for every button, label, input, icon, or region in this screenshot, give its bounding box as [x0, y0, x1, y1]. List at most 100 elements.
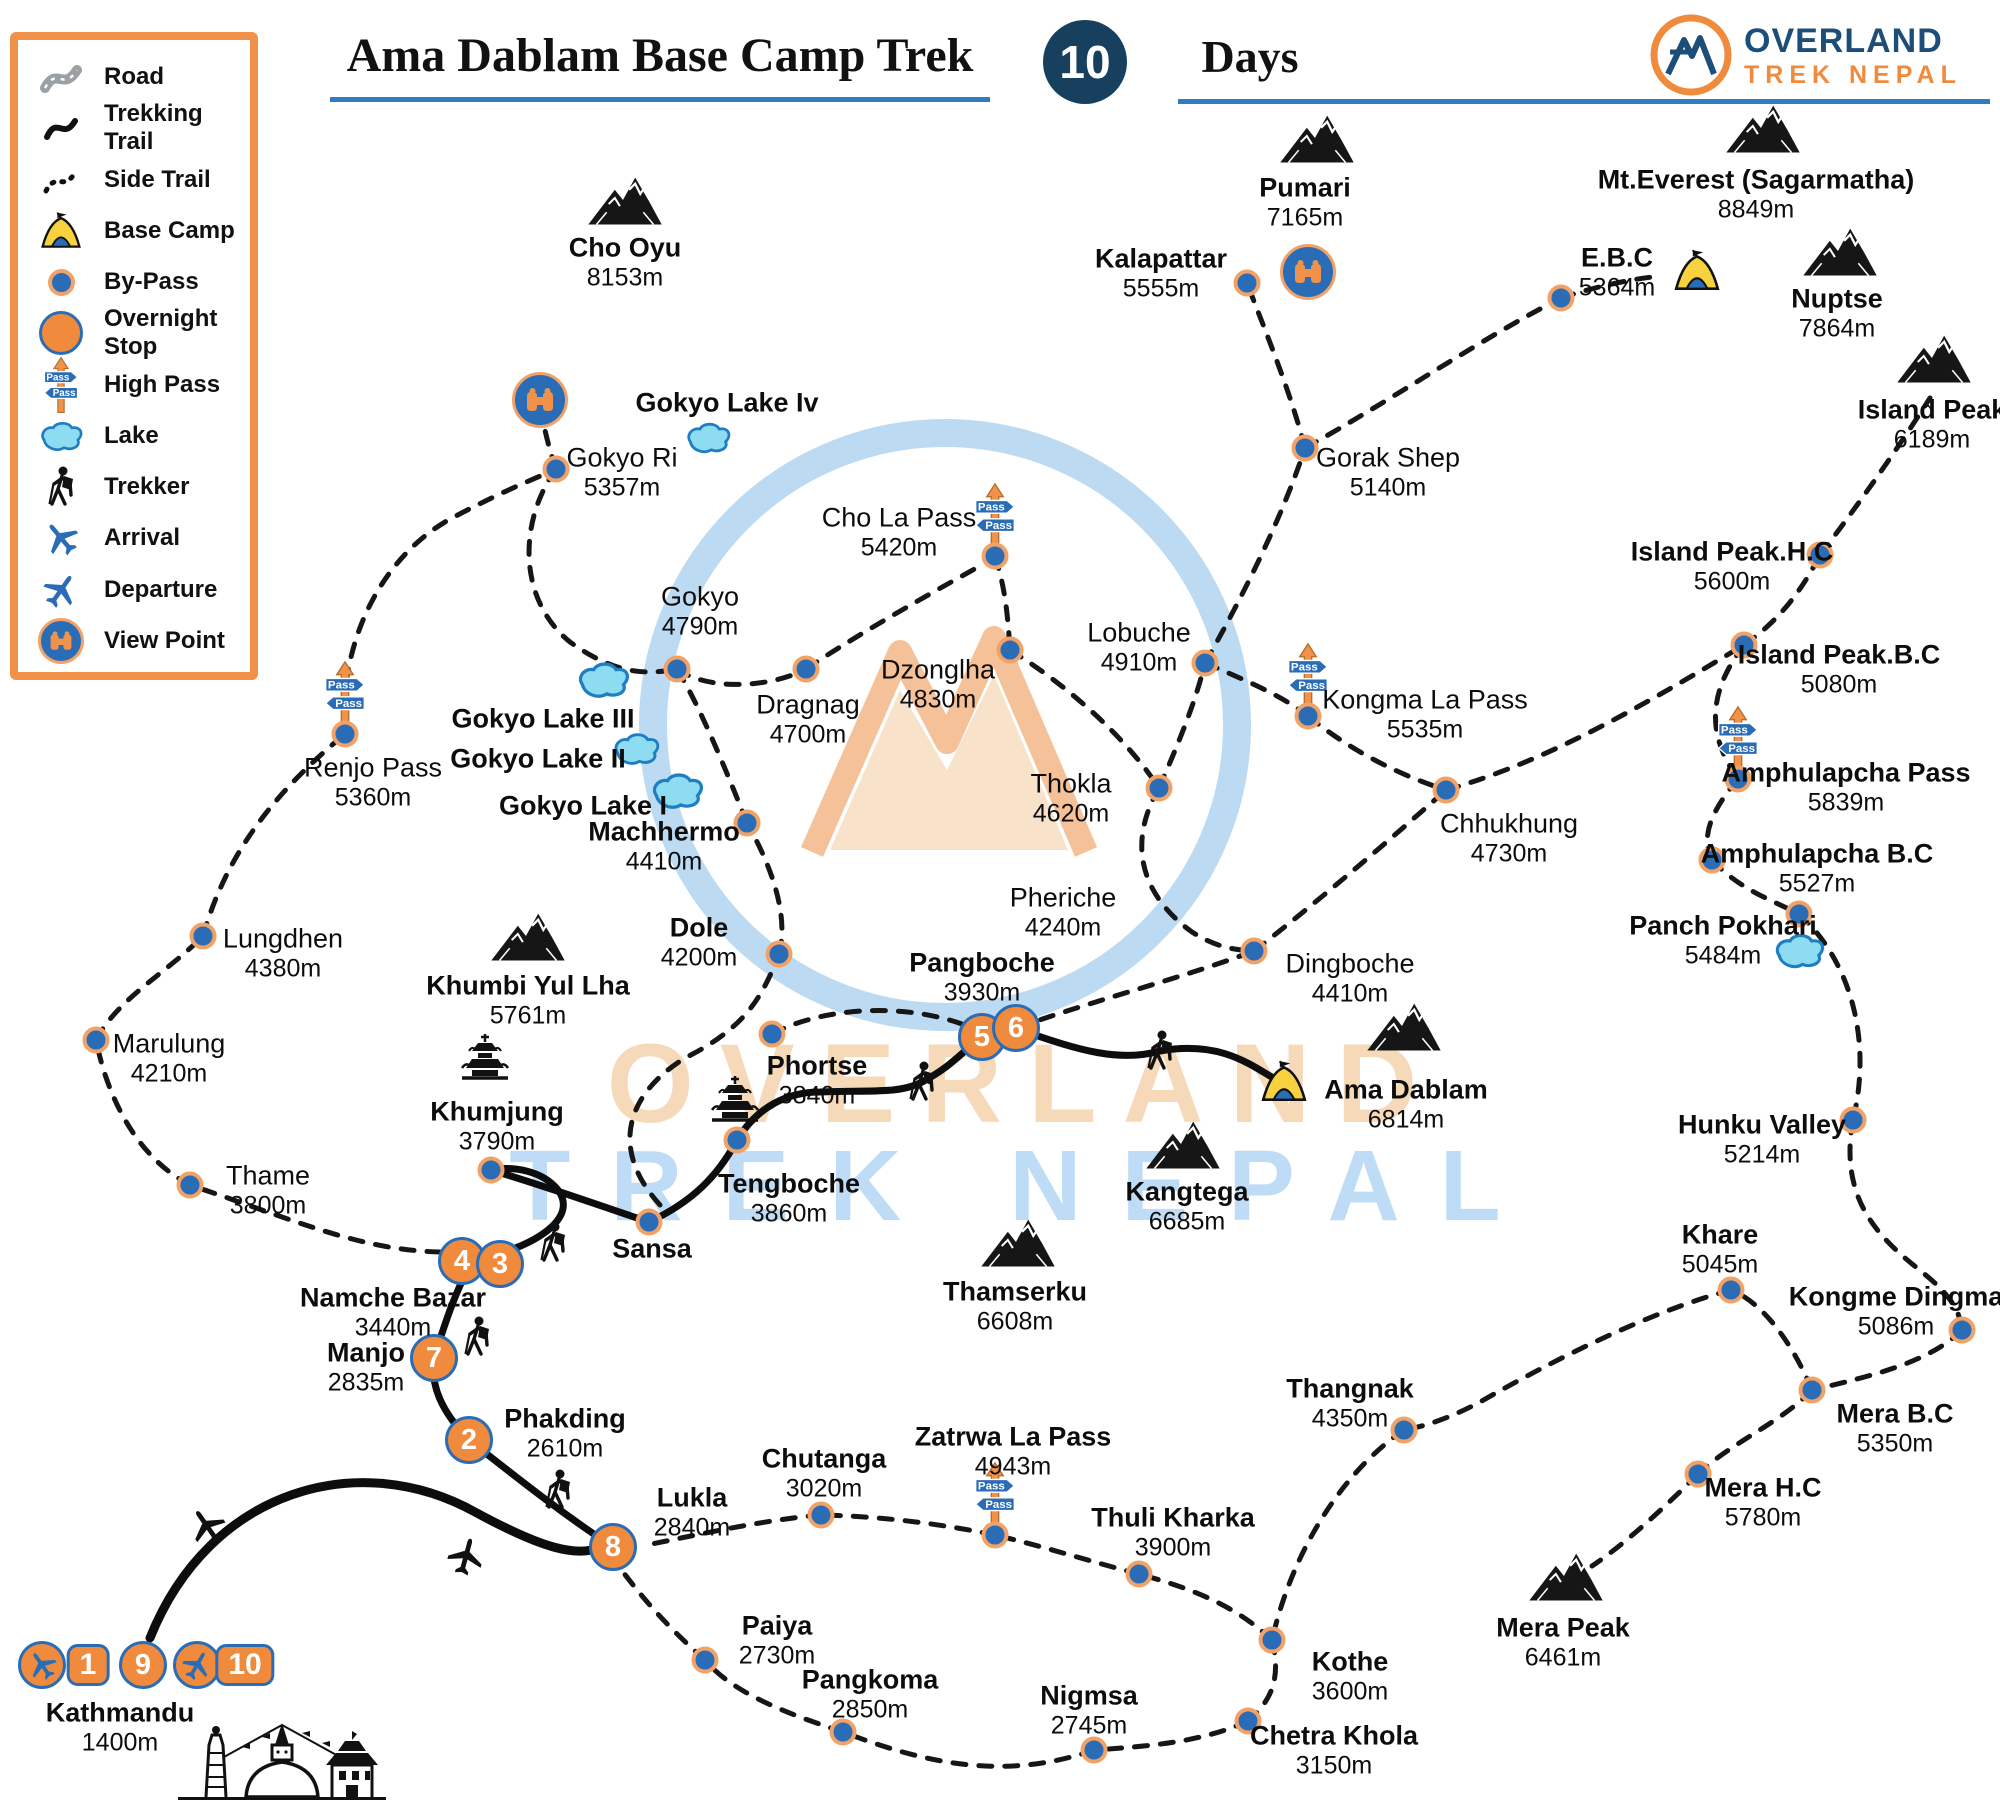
place-elevation: 5086m — [1857, 1312, 1935, 1341]
place-elevation: 6608m — [976, 1307, 1054, 1336]
pangkoma-marker — [829, 1718, 857, 1746]
place-elevation: 1400m — [81, 1728, 159, 1757]
by-pass-icon — [1080, 1736, 1108, 1764]
side-trail-path — [744, 820, 785, 957]
place-elevation: 5420m — [860, 533, 938, 562]
place-elevation: 3150m — [1295, 1751, 1373, 1780]
legend-item-side-trail: Side Trail — [32, 157, 250, 203]
place-elevation: 3930m — [943, 978, 1021, 1007]
place-elevation: 3440m — [354, 1313, 432, 1342]
side-trail-path — [1136, 1571, 1275, 1643]
side-trail-path — [617, 1565, 708, 1663]
place-elevation: 7864m — [1798, 314, 1876, 343]
side-trail-path — [674, 666, 809, 687]
legend-item-label: Arrival — [104, 524, 181, 552]
place-name: Amphulapcha B.C — [1700, 838, 1934, 869]
khare-marker — [1717, 1276, 1745, 1304]
side-trail-icon — [32, 163, 90, 197]
company-name-line2: TREK NEPAL — [1744, 60, 1962, 89]
side-trail-path — [992, 1532, 1142, 1577]
side-trail-path — [1695, 1387, 1815, 1477]
by-pass-icon — [1730, 631, 1758, 659]
legend-item-label: Overnight Stop — [104, 305, 218, 361]
pumari-icon — [1276, 112, 1358, 165]
place-elevation: 3020m — [785, 1474, 863, 1503]
lungdhen-marker — [189, 922, 217, 950]
by-pass-icon — [32, 268, 90, 296]
legend-item-by-pass: By-Pass — [32, 259, 250, 305]
mera-hc-marker — [1684, 1460, 1712, 1488]
place-elevation: 6189m — [1893, 425, 1971, 454]
nuptse-icon — [1799, 225, 1881, 278]
place-name: Cho Oyu — [568, 232, 682, 263]
chutanga-marker — [807, 1501, 835, 1529]
place-elevation: 4410m — [625, 847, 703, 876]
by-pass-icon — [1125, 1560, 1153, 1588]
place-name: Sansa — [612, 1233, 692, 1264]
place-name: Dingboche — [1285, 948, 1415, 979]
place-elevation: 3900m — [1134, 1533, 1212, 1562]
place-elevation: 5080m — [1800, 670, 1878, 699]
place-elevation: 4830m — [899, 685, 977, 714]
place-elevation: 4350m — [1311, 1404, 1389, 1433]
renjo-pass-marker — [331, 720, 359, 748]
side-trail-path — [702, 1657, 846, 1735]
side-trail-path — [1139, 785, 1257, 954]
side-trail-path — [1305, 713, 1449, 793]
nigmsa-marker — [1080, 1736, 1108, 1764]
viewpoint-kalapattar — [1280, 244, 1336, 300]
by-pass-icon — [1948, 1316, 1976, 1344]
by-pass-icon — [331, 720, 359, 748]
gokyo-lake-iii-label-label: Gokyo Lake III — [451, 704, 634, 735]
side-trail-path — [93, 1037, 193, 1188]
thame-marker — [176, 1171, 204, 1199]
kongma-la-pass-marker — [1294, 702, 1322, 730]
view-point-icon — [32, 617, 90, 664]
legend-item-label: Trekking Trail — [104, 100, 203, 156]
place-elevation: 5535m — [1386, 715, 1464, 744]
legend-item-trekking-trail: Trekking Trail — [32, 100, 250, 155]
tengboche-temple — [708, 1074, 762, 1122]
svg-text:Pass: Pass — [46, 372, 69, 383]
place-name: Marulung — [112, 1028, 226, 1059]
place-name: Kalapattar — [1094, 243, 1228, 274]
place-elevation: 2840m — [653, 1513, 731, 1542]
gokyo-lake-ii-label-label: Gokyo Lake II — [450, 744, 626, 775]
by-pass-icon — [1547, 284, 1575, 312]
dingboche-marker — [1240, 937, 1268, 965]
place-name: Pheriche — [1009, 882, 1117, 913]
place-name: Island Peak.B.C — [1737, 639, 1941, 670]
departure-icon — [32, 572, 90, 608]
by-pass-icon — [1839, 1106, 1867, 1134]
by-pass-icon — [82, 1026, 110, 1054]
place-elevation: 4910m — [1100, 648, 1178, 677]
svg-text:Pass: Pass — [1291, 661, 1318, 673]
by-pass-icon — [691, 1646, 719, 1674]
side-trail-path — [1817, 395, 1933, 558]
place-elevation: 5364m — [1578, 273, 1656, 302]
by-pass-icon — [1724, 765, 1752, 793]
svg-text:Pass: Pass — [1298, 680, 1325, 692]
road-plane-2 — [447, 1537, 485, 1576]
by-pass-icon — [1233, 269, 1261, 297]
everest-label: Mt.Everest (Sagarmatha)8849m — [1598, 164, 1915, 223]
side-trail-path — [1589, 1471, 1701, 1569]
by-pass-icon — [1258, 1626, 1286, 1654]
trekking-trail-icon — [32, 111, 90, 145]
